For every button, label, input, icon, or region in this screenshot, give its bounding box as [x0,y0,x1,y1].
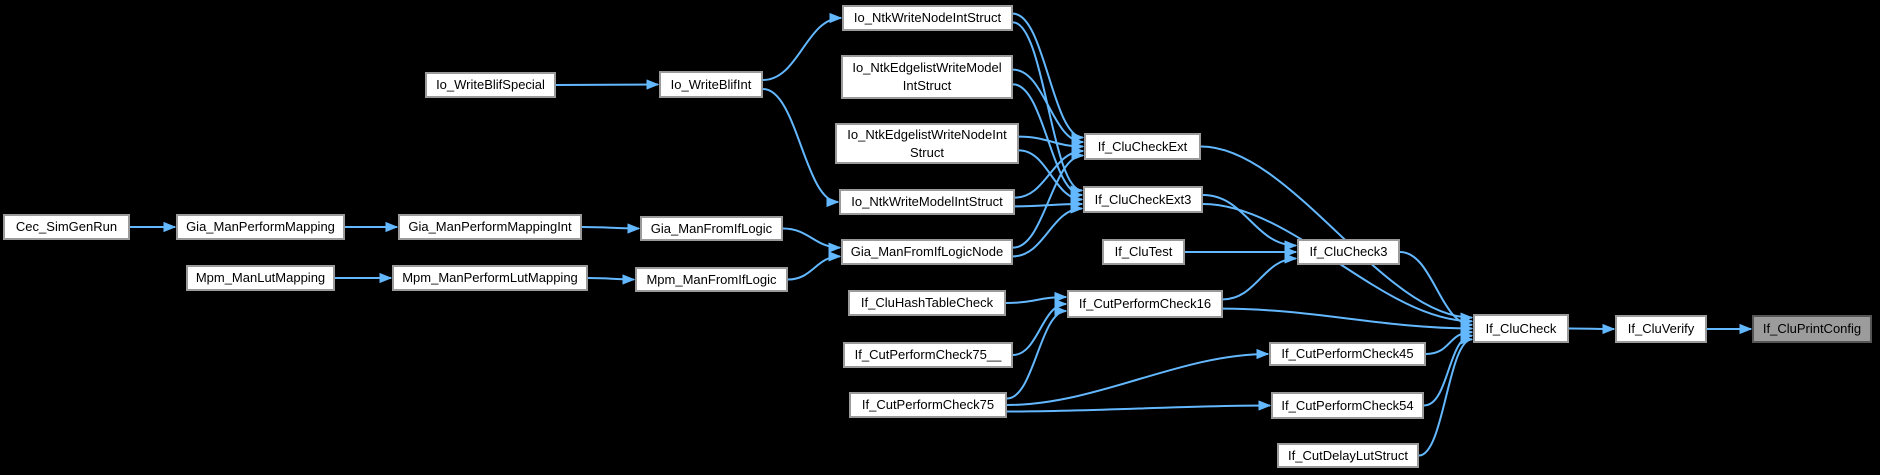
edge-If_CutPerformCheck54-to-If_CluCheck [1423,330,1474,407]
edge-If_CluHashTableCheck-to-If_CutPerformCheck16 [1005,291,1068,304]
edge-Io_NtkWriteNodeIntStruct-to-If_CluCheckExt [1012,12,1085,143]
edge-Io_WriteBlifInt-to-Io_NtkWriteModelIntStruct [762,88,840,208]
node-If_CutPerformCheck16[interactable]: If_CutPerformCheck16 [1067,290,1223,318]
edge-Gia_ManFromIfLogicNode-to-If_CluCheckExt3 [1012,203,1084,258]
edge-Io_NtkWriteModelIntStruct-to-If_CluCheckExt3 [1014,198,1084,210]
edge-If_CluCheckExt-to-If_CluCheck [1200,145,1474,323]
edge-Io_NtkEdgelistWriteModelIntStruct-to-If_CluCheckExt [1012,68,1085,148]
node-Gia_ManPerformMapping[interactable]: Gia_ManPerformMapping [176,214,345,240]
node-Mpm_ManFromIfLogic[interactable]: Mpm_ManFromIfLogic [635,267,788,292]
node-Io_WriteBlifInt[interactable]: Io_WriteBlifInt [659,71,763,98]
node-If_CluCheckExt[interactable]: If_CluCheckExt [1084,133,1201,160]
node-Io_NtkWriteModelIntStruct[interactable]: Io_NtkWriteModelIntStruct [839,189,1015,215]
edge-If_CluCheck3-to-If_CluCheck [1399,251,1474,331]
node-If_CutDelayLutStruct[interactable]: If_CutDelayLutStruct [1277,443,1419,468]
node-Io_NtkEdgelistWriteNodeIntStruct[interactable]: Io_NtkEdgelistWriteNodeInt Struct [835,123,1019,164]
node-If_CluHashTableCheck[interactable]: If_CluHashTableCheck [848,290,1006,316]
node-If_CutPerformCheck75__[interactable]: If_CutPerformCheck75__ [843,342,1013,368]
edge-If_CluCheck-to-If_CluVerify [1568,323,1616,335]
edge-If_CluCheckExt3-to-If_CluCheck3 [1202,194,1298,251]
node-If_CluCheck3[interactable]: If_CluCheck3 [1297,239,1400,265]
node-If_CluPrintConfig: If_CluPrintConfig [1752,315,1872,343]
edge-Io_WriteBlifInt-to-Io_NtkWriteNodeIntStruct [762,12,843,81]
edge-Gia_ManFromIfLogicNode-to-If_CluCheckExt [1012,150,1085,249]
node-Gia_ManFromIfLogic[interactable]: Gia_ManFromIfLogic [640,216,783,241]
edge-Io_NtkEdgelistWriteNodeIntStruct-to-If_CluCheckExt [1018,135,1085,152]
node-Gia_ManFromIfLogicNode[interactable]: Gia_ManFromIfLogicNode [841,239,1013,265]
edge-If_CutPerformCheck16-to-If_CluCheck [1222,307,1474,334]
edge-If_CutPerformCheck75-to-If_CutPerformCheck45 [1006,348,1270,406]
edge-Io_WriteBlifSpecial-to-Io_WriteBlifInt [555,79,660,90]
edge-Gia_ManPerformMappingInt-to-Gia_ManFromIfLogic [581,223,641,234]
node-Io_NtkWriteNodeIntStruct[interactable]: Io_NtkWriteNodeIntStruct [842,5,1013,31]
edge-Gia_ManFromIfLogic-to-Gia_ManFromIfLogicNode [782,227,842,253]
edge-If_CutPerformCheck75-to-If_CutPerformCheck54 [1006,400,1272,413]
edge-If_CutPerformCheck75-to-If_CutPerformCheck16 [1006,305,1068,400]
edge-Mpm_ManFromIfLogic-to-Gia_ManFromIfLogicNode [787,251,842,281]
node-If_CutPerformCheck75[interactable]: If_CutPerformCheck75 [849,392,1007,418]
node-Mpm_ManPerformLutMapping[interactable]: Mpm_ManPerformLutMapping [392,265,588,291]
node-Gia_ManPerformMappingInt[interactable]: Gia_ManPerformMappingInt [398,214,582,240]
edge-If_CutPerformCheck16-to-If_CluCheck3 [1222,253,1298,301]
edge-Mpm_ManPerformLutMapping-to-Mpm_ManFromIfLogic [587,274,636,285]
edge-Io_NtkWriteNodeIntStruct-to-If_CluCheckExt3 [1012,21,1084,196]
node-If_CutPerformCheck54[interactable]: If_CutPerformCheck54 [1271,392,1424,419]
node-Mpm_ManLutMapping[interactable]: Mpm_ManLutMapping [186,265,335,291]
edge-Io_NtkEdgelistWriteNodeIntStruct-to-If_CluCheckExt3 [1018,149,1084,205]
node-If_CluVerify[interactable]: If_CluVerify [1615,315,1707,343]
node-If_CluCheckExt3[interactable]: If_CluCheckExt3 [1083,186,1203,213]
edge-If_CutPerformCheck75__-to-If_CutPerformCheck16 [1012,298,1068,356]
node-If_CluCheck[interactable]: If_CluCheck [1473,314,1569,343]
edge-If_CutDelayLutStruct-to-If_CluCheck [1418,334,1474,457]
node-Io_WriteBlifSpecial[interactable]: Io_WriteBlifSpecial [425,72,556,98]
node-Io_NtkEdgelistWriteModelIntStruct[interactable]: Io_NtkEdgelistWriteModel IntStruct [841,55,1013,99]
node-If_CutPerformCheck45[interactable]: If_CutPerformCheck45 [1269,342,1426,366]
node-If_CluTest[interactable]: If_CluTest [1102,239,1185,265]
node-Cec_SimGenRun[interactable]: Cec_SimGenRun [3,214,130,240]
